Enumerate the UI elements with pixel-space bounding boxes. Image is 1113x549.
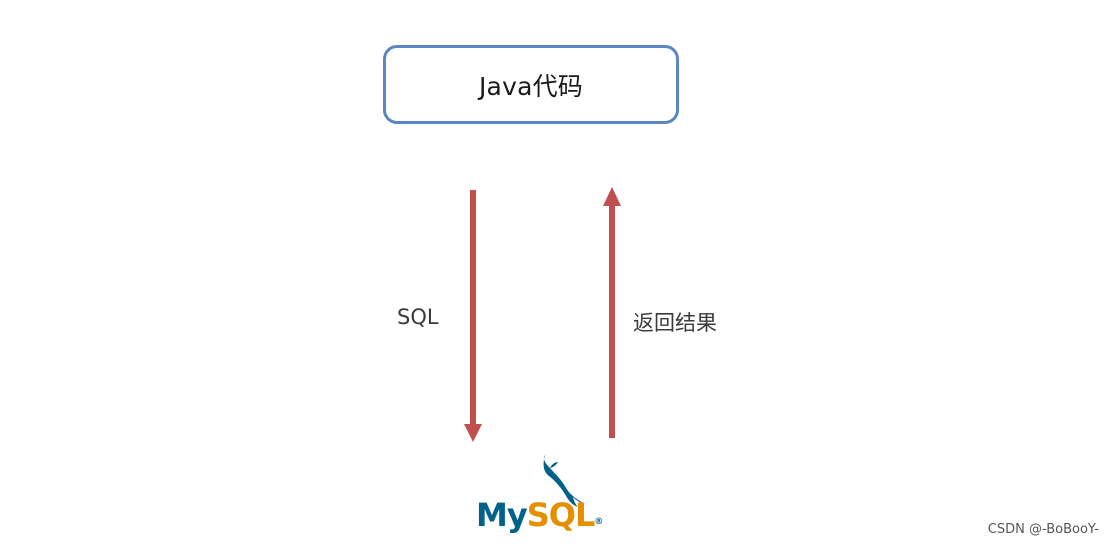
watermark: CSDN @-BoBooY-	[987, 522, 1099, 537]
result-edge-label: 返回结果	[633, 311, 717, 335]
mysql-wordmark-my: My	[476, 496, 528, 534]
sql-edge-label: SQL	[397, 305, 439, 329]
sql-down-arrow	[464, 190, 482, 442]
mysql-wordmark: MySQL®	[476, 496, 603, 534]
result-up-arrow	[603, 187, 621, 438]
java-code-node: Java代码	[383, 45, 679, 124]
mysql-dolphin-icon	[543, 455, 585, 507]
registered-mark: ®	[594, 517, 604, 527]
mysql-wordmark-sql: SQL	[526, 496, 596, 534]
java-code-label: Java代码	[478, 71, 583, 101]
